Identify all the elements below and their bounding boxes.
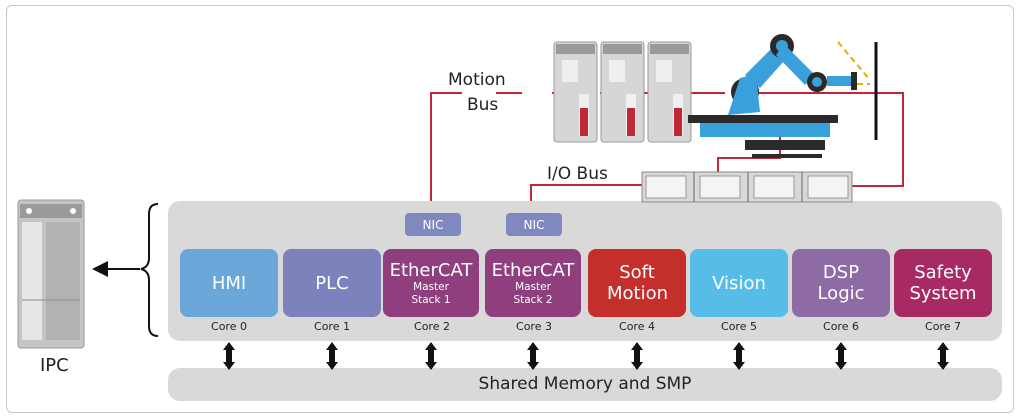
core-2-ethercat: EtherCAT Master Stack 1 — [383, 249, 479, 317]
core-6-label: Core 6 — [823, 320, 859, 333]
core-6-name: DSP Logic — [817, 262, 865, 304]
core-6-dsp-logic: DSP Logic — [792, 249, 890, 317]
core-3-ethercat: EtherCAT Master Stack 2 — [485, 249, 581, 317]
core-0-name: HMI — [211, 272, 247, 294]
motion-bus-label-1: Motion — [448, 70, 506, 90]
io-bus-line — [530, 184, 642, 201]
core-5-name: Vision — [712, 272, 766, 294]
nic-1-label: NIC — [422, 217, 444, 232]
core-7-safety-system: Safety System — [894, 249, 992, 317]
core-4-name: Soft Motion — [607, 262, 669, 304]
core-1-label: Core 1 — [314, 320, 350, 333]
io-terminal-icon — [641, 171, 853, 203]
core-1-plc: PLC — [283, 249, 381, 317]
io-bus-label: I/O Bus — [547, 164, 608, 184]
core-4-label: Core 4 — [619, 320, 655, 333]
core-3-name: EtherCAT — [491, 259, 575, 281]
nic-2-box: NIC — [506, 213, 562, 236]
core-0-label: Core 0 — [211, 320, 247, 333]
core-0-hmi: HMI — [180, 249, 278, 317]
servo-drive-icon — [553, 41, 598, 143]
shared-memory-label: Shared Memory and SMP — [478, 374, 692, 394]
core-5-vision: Vision — [690, 249, 788, 317]
nic-1-box: NIC — [405, 213, 461, 236]
shared-memory-panel: Shared Memory and SMP — [168, 368, 1002, 401]
core-1-name: PLC — [315, 272, 349, 294]
ipc-device-icon — [17, 199, 85, 349]
ipc-label: IPC — [40, 355, 69, 376]
core-2-sub: Master Stack 1 — [411, 280, 451, 306]
core-4-soft-motion: Soft Motion — [588, 249, 686, 317]
motion-bus-label-2: Bus — [467, 95, 499, 115]
core-5-label: Core 5 — [721, 320, 757, 333]
servo-drive-icon — [647, 41, 692, 143]
cpu-bracket — [140, 203, 159, 337]
core-memory-arrows — [223, 342, 949, 370]
nic-2-label: NIC — [523, 217, 545, 232]
core-3-sub: Master Stack 2 — [513, 280, 553, 306]
core-2-name: EtherCAT — [389, 259, 473, 281]
robot-arm-icon — [688, 34, 857, 158]
core-2-label: Core 2 — [414, 320, 450, 333]
core-3-label: Core 3 — [516, 320, 552, 333]
robot-laser-line — [837, 41, 871, 81]
core-7-name: Safety System — [909, 262, 977, 304]
servo-drive-icon — [600, 41, 645, 143]
core-7-label: Core 7 — [925, 320, 961, 333]
